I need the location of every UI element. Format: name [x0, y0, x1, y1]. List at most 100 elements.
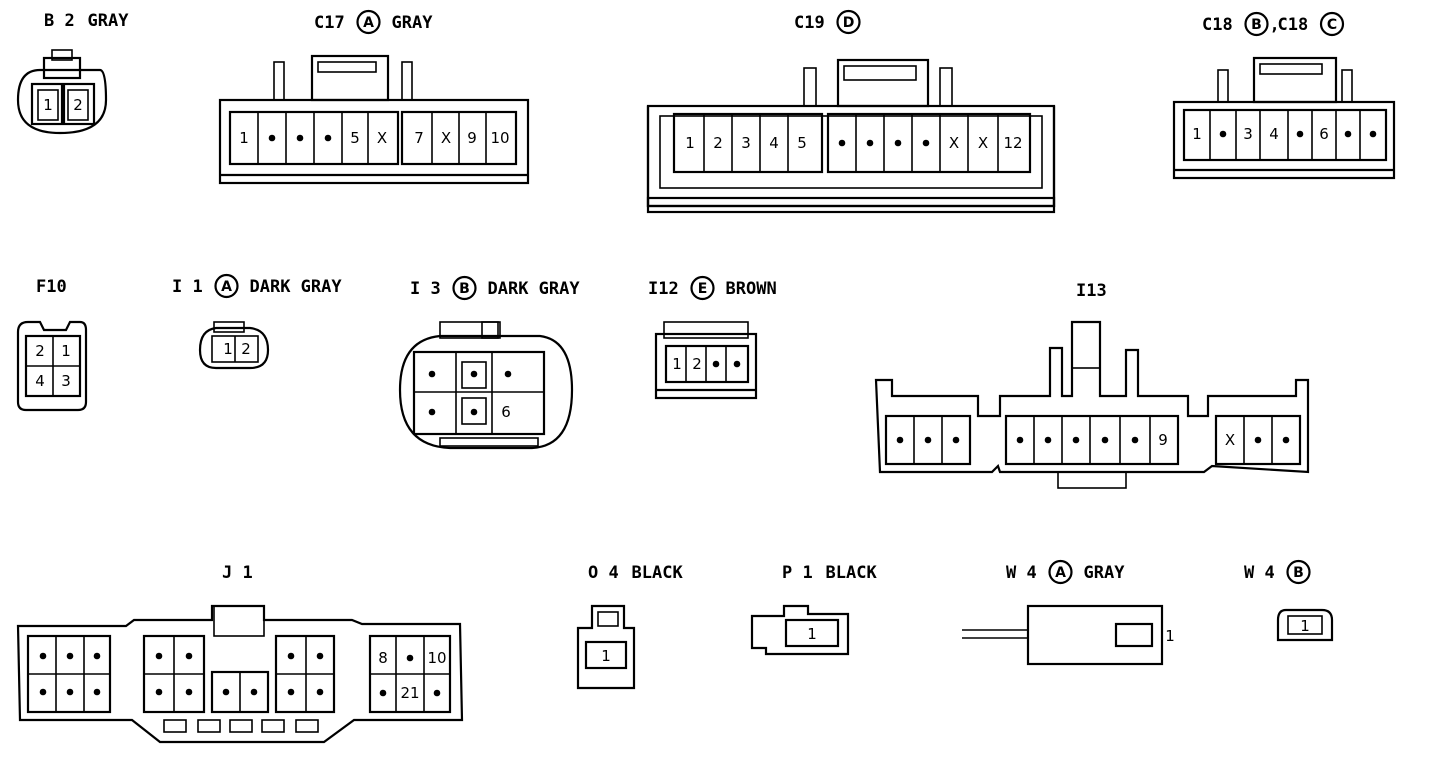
pin-label: 1: [601, 647, 611, 665]
variant-badge-2-circle: [1319, 11, 1345, 37]
pin-dot: [733, 360, 741, 368]
variant-badge: B: [1293, 565, 1304, 581]
connector-code: C17: [314, 13, 345, 33]
variant-badge: B: [1251, 17, 1262, 33]
pin-dot: [1296, 130, 1304, 138]
pin-label: 1: [239, 129, 249, 147]
connector-code: J 1: [222, 563, 253, 583]
pin-dot: [433, 689, 441, 697]
pin-dot: [324, 134, 332, 142]
wire-color: GRAY: [88, 11, 130, 31]
pin-label: 9: [467, 129, 477, 147]
pin-label: 6: [501, 403, 511, 421]
pin-dot: [406, 654, 414, 662]
pin-label: 10: [490, 129, 509, 147]
pin-label: 3: [741, 134, 751, 152]
pin-dot: [1369, 130, 1377, 138]
separator: ,: [1270, 15, 1280, 35]
connector-code: I13: [1076, 281, 1107, 301]
pin-dot: [155, 688, 163, 696]
pin-label: 5: [797, 134, 807, 152]
wire-color: BLACK: [826, 563, 878, 583]
pin-label: 4: [1269, 125, 1279, 143]
pin-label: 1: [672, 355, 682, 373]
variant-badge-circle: [1048, 559, 1073, 585]
variant-badge-circle: [356, 9, 381, 35]
pin-dot: [39, 652, 47, 660]
pin-dot: [1254, 436, 1262, 444]
pin-dot: [922, 139, 930, 147]
pin-label: 2: [713, 134, 723, 152]
pin-dot: [287, 652, 295, 660]
pin-label: 1: [223, 340, 233, 358]
pin-label: 3: [1243, 125, 1253, 143]
connector-code: O 4: [588, 563, 619, 583]
pin-label: 1: [685, 134, 695, 152]
variant-badge-2: C: [1327, 17, 1337, 33]
pin-dot: [866, 139, 874, 147]
pin-dot: [268, 134, 276, 142]
pin-dot: [39, 688, 47, 696]
pin-dot: [296, 134, 304, 142]
wire-color: BROWN: [726, 279, 777, 299]
connector-code: W 4: [1006, 563, 1037, 583]
pin-dot: [470, 370, 478, 378]
variant-badge: A: [221, 279, 232, 295]
pin-label: 1: [43, 96, 53, 114]
pin-dot: [287, 688, 295, 696]
connector-code: B 2: [44, 11, 75, 31]
pin-label: 9: [1158, 431, 1168, 449]
pin-label: X: [441, 129, 451, 147]
wire-color: DARK GRAY: [250, 277, 343, 297]
pin-label: 2: [692, 355, 702, 373]
pin-dot: [1219, 130, 1227, 138]
pin-label: 8: [378, 649, 388, 667]
variant-badge-circle: [690, 275, 715, 301]
pin-dot: [250, 688, 258, 696]
pin-dot: [316, 652, 324, 660]
connector-code-2: C18: [1278, 15, 1309, 35]
variant-badge: A: [363, 15, 374, 31]
pin-label: 6: [1319, 125, 1329, 143]
wire-color: GRAY: [392, 13, 434, 33]
pin-dot: [896, 436, 904, 444]
pin-dot: [924, 436, 932, 444]
connector-code: F10: [36, 277, 67, 297]
pin-label: 5: [350, 129, 360, 147]
wire-color: DARK GRAY: [488, 279, 581, 299]
pin-label: 4: [35, 372, 45, 390]
pin-dot: [93, 652, 101, 660]
connector-b2: B 2 GRAY 1 2: [16, 11, 130, 135]
pin-label: 2: [241, 340, 251, 358]
pin-dot: [379, 689, 387, 697]
pin-label: X: [949, 134, 959, 152]
pin-label: 2: [73, 96, 83, 114]
pin-dot: [470, 408, 478, 416]
pin-dot: [1016, 436, 1024, 444]
pin-label: 10: [427, 649, 446, 667]
pin-label: 12: [1003, 134, 1022, 152]
pin-dot: [838, 139, 846, 147]
variant-badge-circle: [1286, 559, 1311, 585]
wire-color: BLACK: [632, 563, 684, 583]
variant-badge-circle: [452, 275, 477, 301]
variant-badge-circle: [214, 273, 239, 299]
pin-label: 4: [769, 134, 779, 152]
wire-color: GRAY: [1084, 563, 1126, 583]
connector-code: I12: [648, 279, 679, 299]
variant-badge-circle: [836, 9, 861, 35]
pin-dot: [712, 360, 720, 368]
pin-dot: [155, 652, 163, 660]
pin-label: 1: [1192, 125, 1202, 143]
pin-label: 2: [35, 342, 45, 360]
